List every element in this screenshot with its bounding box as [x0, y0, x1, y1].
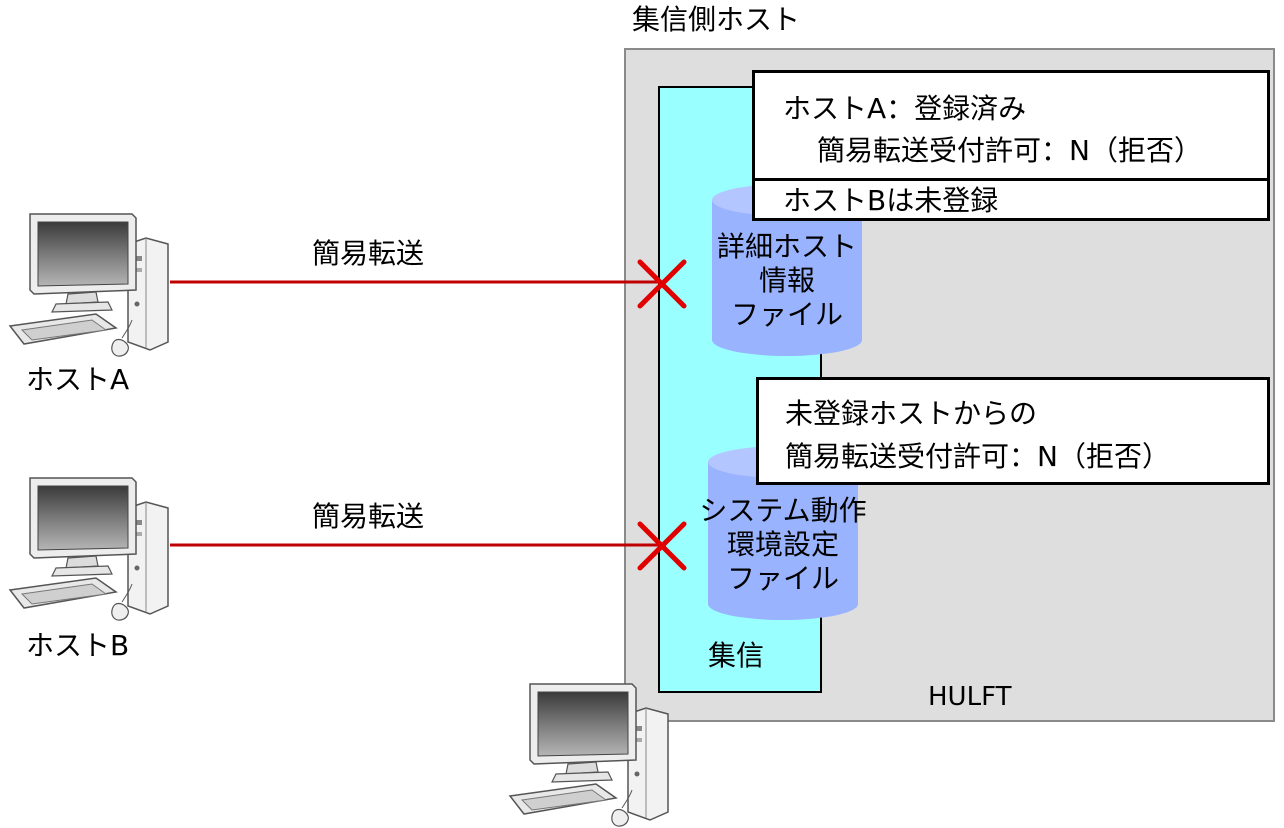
host-b-label: ホストB: [26, 629, 130, 662]
note-host-a-registered: ホストA：登録済み: [783, 92, 1027, 125]
transfer-label-b: 簡易転送: [312, 500, 425, 533]
host-a-computer-icon: [9, 213, 169, 357]
system-env-file-line-1: システム動作: [699, 494, 867, 527]
detail-host-file-line-2: 情報: [758, 264, 815, 297]
system-env-file-line-3: ファイル: [726, 562, 839, 595]
reject-cross-icon-b: [637, 521, 687, 571]
note-unregistered-permission: 簡易転送受付許可：N（拒否）: [785, 440, 1170, 473]
receiver-title: 集信側ホスト: [632, 3, 801, 36]
product-label: HULFT: [928, 682, 1012, 712]
detail-host-file-line-3: ファイル: [730, 298, 843, 331]
detail-host-file-label: 詳細ホスト 情報 ファイル: [687, 230, 887, 332]
system-env-file-line-2: 環境設定: [726, 528, 839, 561]
system-env-file-label: システム動作 環境設定 ファイル: [683, 494, 883, 596]
host-unregistered-note: ホストBは未登録: [752, 178, 1270, 221]
unregistered-host-note: 未登録ホストからの 簡易転送受付許可：N（拒否）: [756, 377, 1270, 485]
receive-label: 集信: [708, 639, 765, 672]
receiver-computer-icon: [509, 683, 669, 827]
note-host-a-permission: 簡易転送受付許可：N（拒否）: [817, 134, 1202, 167]
reject-cross-icon-a: [637, 259, 687, 309]
host-registration-note: ホストA：登録済み 簡易転送受付許可：N（拒否）: [752, 70, 1270, 181]
note-host-b-unregistered: ホストBは未登録: [783, 184, 999, 217]
transfer-label-a: 簡易転送: [312, 237, 425, 270]
host-b-computer-icon: [9, 477, 169, 621]
note-unregistered-hosts: 未登録ホストからの: [785, 397, 1038, 430]
detail-host-file-line-1: 詳細ホスト: [716, 230, 857, 263]
host-a-label: ホストA: [26, 363, 130, 396]
